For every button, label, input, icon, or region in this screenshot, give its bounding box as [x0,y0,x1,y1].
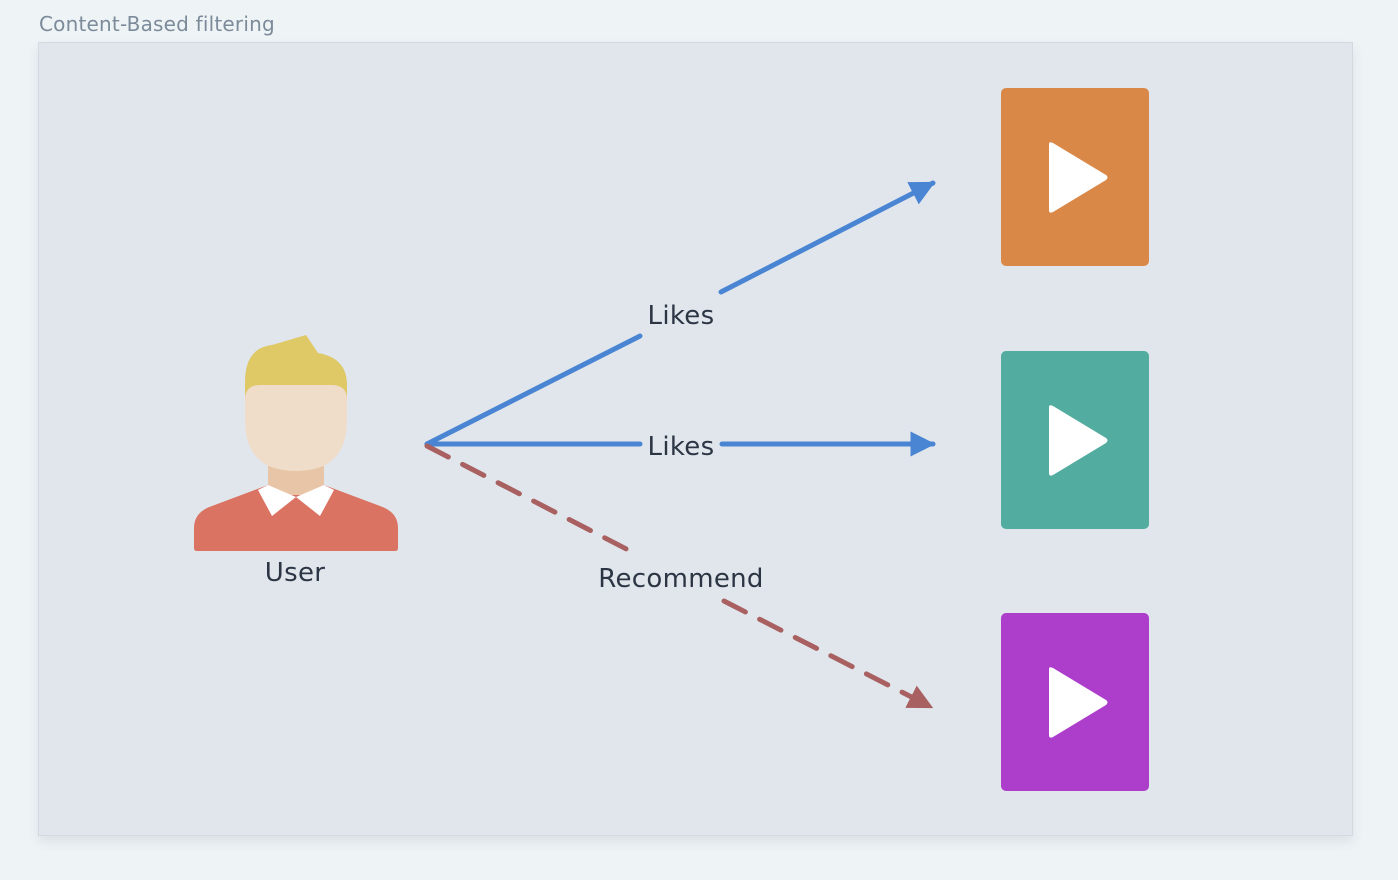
user-avatar-icon [194,335,398,551]
video-item-purple[interactable] [1001,613,1149,791]
edge-likes-2: Likes [424,431,936,462]
edge-recommend: Recommend [424,443,934,710]
play-icon [1049,667,1108,738]
frame-title: Content-Based filtering [39,12,275,36]
video-item-orange[interactable] [1001,88,1149,266]
edge-label: Recommend [598,564,763,594]
edge-label: Likes [648,301,715,331]
edge-line [424,333,643,447]
edge-line-arrow [718,180,936,295]
play-icon [1049,405,1108,476]
video-item-teal[interactable] [1001,351,1149,529]
user-label: User [265,558,325,588]
play-icon [1049,142,1108,213]
edge-likes-1: Likes [424,180,936,447]
edge-label: Likes [648,432,715,462]
user-node: User [194,335,398,588]
edge-line-arrow [721,598,934,710]
edge-line [424,443,639,557]
